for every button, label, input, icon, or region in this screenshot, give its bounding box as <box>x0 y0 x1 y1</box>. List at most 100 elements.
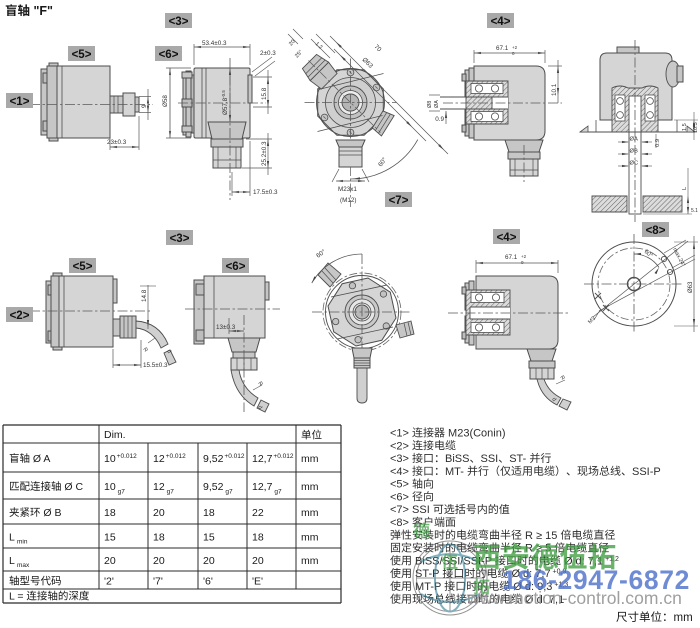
svg-text:186-2947-6872: 186-2947-6872 <box>502 565 690 595</box>
svg-text:L: L <box>9 555 15 567</box>
svg-text:'E': 'E' <box>252 576 263 588</box>
svg-text:min: min <box>17 539 28 546</box>
svg-text:Dim.: Dim. <box>104 429 126 441</box>
svg-text:<5>: <5> <box>72 49 92 61</box>
svg-text:<4>: <4> <box>491 16 511 28</box>
svg-text:"F": "F" <box>30 4 53 18</box>
svg-text:+1,3: +1,3 <box>554 581 568 588</box>
svg-text:53.4±0.3: 53.4±0.3 <box>202 40 227 47</box>
svg-text:20: 20 <box>288 39 297 48</box>
svg-text:5.1: 5.1 <box>691 208 698 214</box>
svg-text:+2: +2 <box>512 45 518 50</box>
svg-text:+0.012: +0.012 <box>117 453 137 460</box>
svg-text:23±0.3: 23±0.3 <box>107 139 127 146</box>
svg-text:20: 20 <box>104 555 116 567</box>
svg-text:10.5: 10.5 <box>693 122 699 133</box>
svg-text:13±0.3: 13±0.3 <box>216 324 236 331</box>
svg-text:L: L <box>682 186 688 190</box>
svg-text:12: 12 <box>153 453 165 465</box>
svg-text:R: R <box>558 375 565 382</box>
svg-text:70: 70 <box>373 43 383 53</box>
svg-text:20: 20 <box>153 555 165 567</box>
svg-text:10: 10 <box>104 453 116 465</box>
svg-text:max.24°: max.24° <box>671 247 686 268</box>
svg-text:Ø d: 9,3: Ø d: 9,3 <box>510 581 552 593</box>
svg-text:12,7: 12,7 <box>252 481 273 493</box>
svg-text:Ø d: 7,1: Ø d: 7,1 <box>522 594 564 606</box>
svg-text:<8>: <8> <box>646 225 666 237</box>
svg-text:Ø58: Ø58 <box>162 95 169 107</box>
svg-text:ØC: ØC <box>630 161 639 167</box>
svg-text:15: 15 <box>203 532 215 544</box>
svg-text:www.motion-control.com.cn: www.motion-control.com.cn <box>466 588 682 608</box>
svg-text:+0.012: +0.012 <box>224 453 244 460</box>
svg-text:Ø d: 7,7: Ø d: 7,7 <box>508 568 550 580</box>
svg-text:<6>: <6> <box>226 261 246 273</box>
svg-text:0.9: 0.9 <box>655 139 661 147</box>
svg-text:g7: g7 <box>167 489 175 496</box>
svg-text:d: d <box>256 405 263 411</box>
svg-text:+0,9: +0,9 <box>553 569 567 576</box>
svg-text:R: R <box>256 381 263 388</box>
svg-text:22: 22 <box>252 507 264 519</box>
svg-text:+2: +2 <box>521 254 527 259</box>
svg-text:+0.012: +0.012 <box>273 453 293 460</box>
svg-text:mm: mm <box>301 453 319 465</box>
svg-text:15: 15 <box>104 532 116 544</box>
svg-text:9,52: 9,52 <box>203 453 224 465</box>
svg-text:25°: 25° <box>294 49 304 59</box>
svg-text:1.5: 1.5 <box>682 123 688 131</box>
svg-text:M3: M3 <box>587 316 597 326</box>
svg-text:25.2±0.3: 25.2±0.3 <box>261 141 268 166</box>
svg-text:M23(Conin): M23(Conin) <box>445 428 506 440</box>
svg-text:<5>: <5> <box>73 261 93 273</box>
svg-text:14.8: 14.8 <box>141 289 148 302</box>
svg-text:18: 18 <box>252 532 264 544</box>
svg-text:67.1: 67.1 <box>496 45 509 52</box>
svg-text:(M12): (M12) <box>340 197 356 204</box>
svg-text:'7': '7' <box>153 576 163 588</box>
svg-text:mm: mm <box>674 612 693 624</box>
svg-text:0: 0 <box>512 51 515 56</box>
svg-text:<8>: <8> <box>390 517 412 529</box>
svg-text:10: 10 <box>104 481 116 493</box>
svg-text:R: R <box>141 347 148 354</box>
svg-text:Ø8: Ø8 <box>427 101 433 108</box>
svg-text:<1>: <1> <box>10 96 30 108</box>
svg-text:<5>: <5> <box>390 479 412 491</box>
svg-text:0: 0 <box>521 260 524 265</box>
svg-text:M23x1: M23x1 <box>338 186 357 193</box>
svg-text:g7: g7 <box>225 489 233 496</box>
svg-text:12: 12 <box>153 481 165 493</box>
svg-text:67.1: 67.1 <box>505 254 518 261</box>
svg-text:Ø B: Ø B <box>41 507 62 519</box>
svg-text:<3>: <3> <box>169 16 189 28</box>
svg-text:ØA: ØA <box>434 100 440 108</box>
svg-text:<4>: <4> <box>390 466 412 478</box>
svg-text:20: 20 <box>203 555 215 567</box>
svg-text:ØB: ØB <box>630 149 639 155</box>
svg-text:<7> SSI: <7> SSI <box>390 504 433 516</box>
svg-text:18: 18 <box>153 532 165 544</box>
svg-text:g7: g7 <box>118 489 126 496</box>
svg-text:15.8: 15.8 <box>261 87 268 100</box>
svg-text:ST-: ST- <box>509 453 529 465</box>
svg-text:60°: 60° <box>643 249 654 260</box>
svg-text:20: 20 <box>252 555 264 567</box>
svg-text:d: d <box>550 397 557 403</box>
svg-text:0.9: 0.9 <box>435 116 444 123</box>
svg-text:max: max <box>17 562 30 569</box>
svg-text:mm: mm <box>301 507 319 519</box>
svg-text:<7>: <7> <box>389 195 409 207</box>
svg-text:Ø C: Ø C <box>62 481 84 493</box>
svg-text:9,52: 9,52 <box>203 481 224 493</box>
svg-text:'6': '6' <box>203 576 213 588</box>
svg-text:mm: mm <box>301 555 319 567</box>
svg-text:12,7: 12,7 <box>252 453 273 465</box>
svg-text:L: L <box>9 532 15 544</box>
svg-text:<2>: <2> <box>10 310 30 322</box>
svg-text:+0.012: +0.012 <box>166 453 186 460</box>
svg-text:2±0.3: 2±0.3 <box>260 50 276 57</box>
svg-text:SSI-P: SSI-P <box>632 466 661 478</box>
svg-text:Ø63: Ø63 <box>688 281 694 293</box>
